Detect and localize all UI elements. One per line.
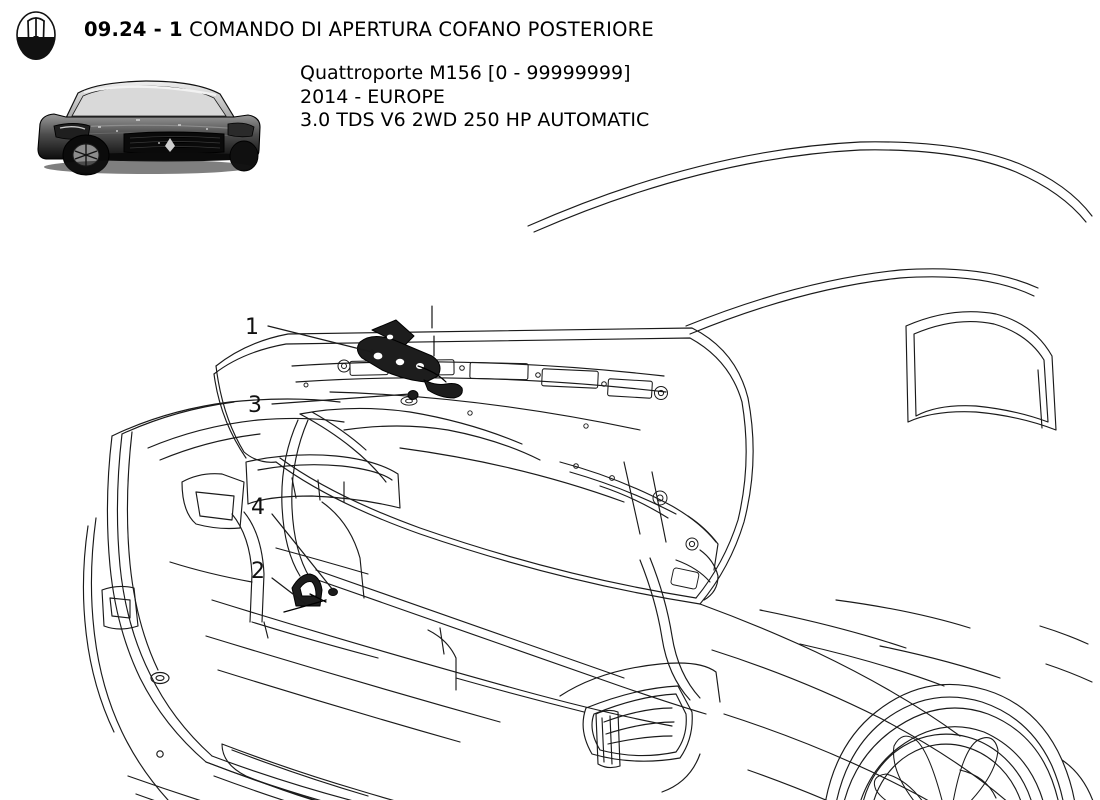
callout-number-3: 3: [248, 393, 262, 418]
rear-trunk-lid-opening-control-diagram: 1 3 4 2: [0, 130, 1100, 800]
section-title: COMANDO DI APERTURA COFANO POSTERIORE: [189, 18, 654, 41]
spec-line-model: Quattroporte M156 [0 - 99999999]: [300, 62, 631, 84]
spec-line-engine: 3.0 TDS V6 2WD 250 HP AUTOMATIC: [300, 109, 650, 131]
maserati-trident-logo-icon: [8, 8, 64, 62]
spec-line-year-market: 2014 - EUROPE: [300, 85, 445, 108]
vehicle-spec-block: Quattroporte M156 [0 - 99999999] 2014 - …: [300, 62, 649, 133]
callout-number-1: 1: [245, 315, 259, 340]
callout-number-4: 4: [251, 495, 265, 520]
callout-number-2: 2: [251, 559, 265, 584]
section-number: 09.24 - 1: [84, 18, 183, 41]
page-title: 09.24 - 1 COMANDO DI APERTURA COFANO POS…: [84, 20, 654, 40]
maserati-quattroporte-front-photo: [28, 72, 266, 176]
